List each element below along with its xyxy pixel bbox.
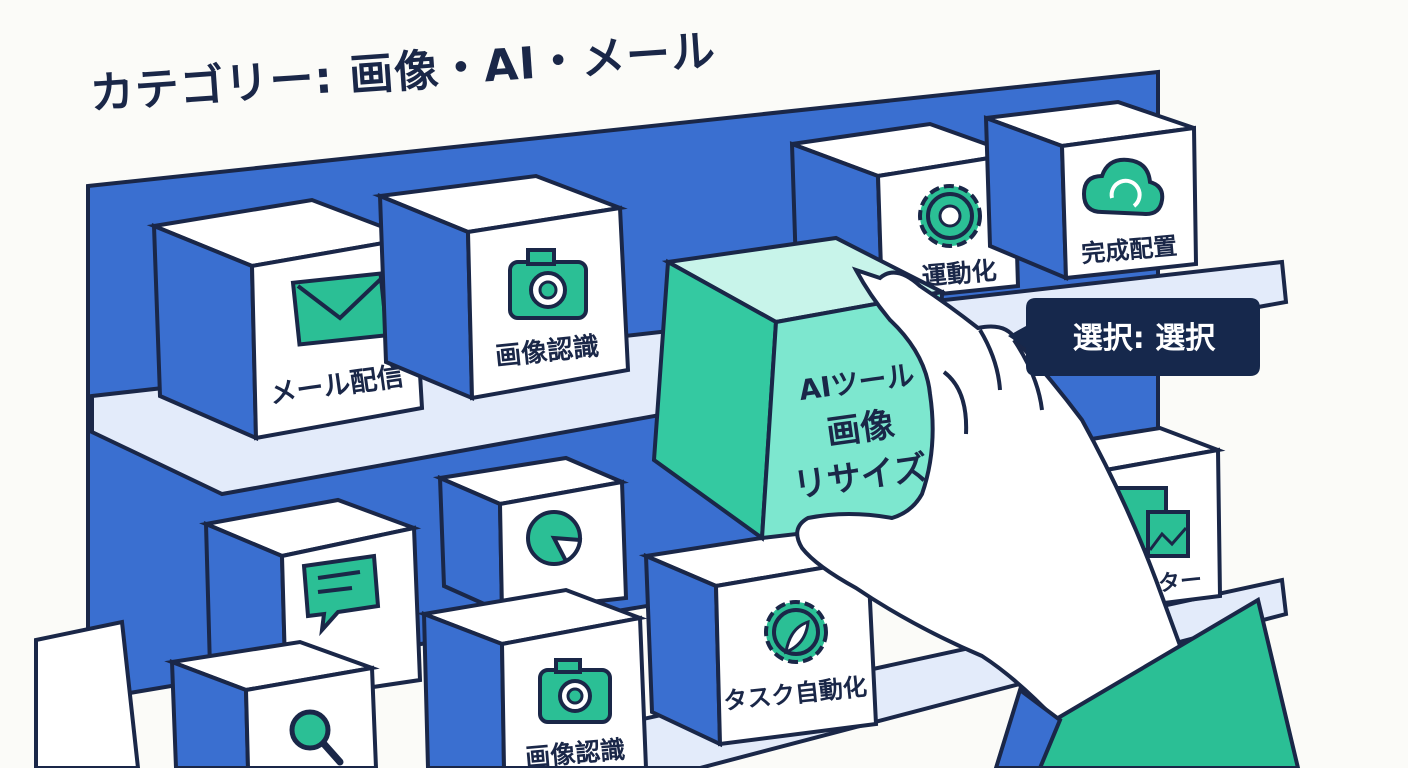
tooltip-text: 選択: 選択 — [1073, 321, 1216, 356]
chat-bubble-icon — [301, 553, 381, 637]
cloud-sync-icon — [1081, 157, 1165, 217]
magnifier-icon — [289, 709, 344, 766]
gear-leaf-icon — [764, 600, 828, 664]
tool-label-automation: 運動化 — [921, 256, 998, 291]
tool-box-mail[interactable]: メール配信 — [146, 197, 425, 442]
featured-tool-box[interactable]: AIツール 画像 リサイズ — [651, 235, 949, 542]
tool-box-analytics[interactable] — [432, 455, 629, 616]
camera-icon — [538, 658, 612, 724]
tool-box-search[interactable] — [164, 639, 380, 768]
tool-box-image-recognition-2[interactable]: 画像認識 — [416, 587, 649, 768]
camera-icon — [508, 248, 588, 320]
pie-chart-icon — [526, 510, 583, 566]
selection-tooltip: 選択: 選択 — [1008, 298, 1260, 376]
hand-illustration — [795, 266, 1301, 768]
tool-box-automation[interactable]: 運動化 — [789, 121, 1021, 303]
featured-line2: 画像 — [824, 405, 897, 454]
tool-box-image-recognition[interactable]: 画像認識 — [372, 173, 631, 402]
envelope-icon — [290, 271, 390, 347]
gear-icon — [918, 184, 982, 248]
shelf-side-panel — [34, 619, 141, 768]
tool-box-deploy[interactable]: 完成配置 — [983, 99, 1199, 282]
